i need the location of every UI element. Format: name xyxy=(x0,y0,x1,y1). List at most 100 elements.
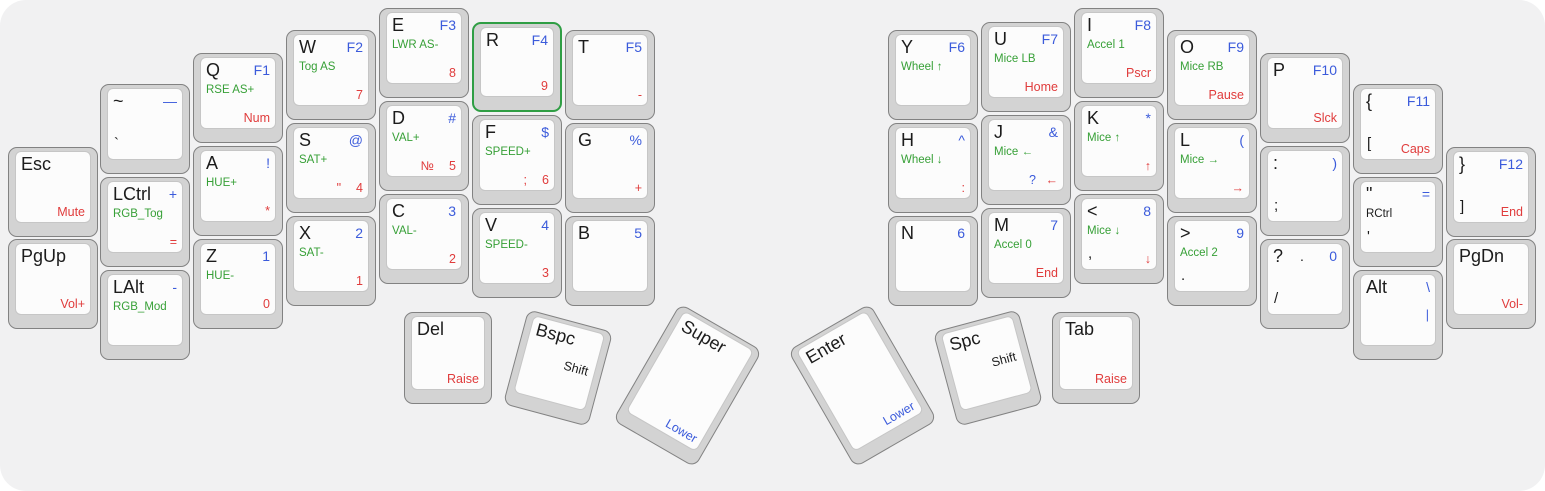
keycap-top: LAlt-RGB_Mod xyxy=(107,274,183,346)
key-i-legend-ml: Accel 1 xyxy=(1087,39,1125,51)
key-j[interactable]: J&Mice ←?← xyxy=(981,115,1071,205)
key-lbracket[interactable]: {F11[Caps xyxy=(1353,84,1443,174)
keycap-top: LCtrl+RGB_Tog= xyxy=(107,181,183,253)
keycap-top: G%+ xyxy=(572,127,648,199)
key-g-legend-tr: % xyxy=(629,132,642,148)
key-lbracket-legend-tr: F11 xyxy=(1406,93,1430,109)
key-slash[interactable]: ?.0/ xyxy=(1260,239,1350,329)
key-h[interactable]: H^Wheel ↓: xyxy=(888,123,978,213)
key-p-legend-tl: P xyxy=(1273,60,1286,80)
key-quote[interactable]: "=RCtrl' xyxy=(1353,177,1443,267)
key-rbracket-legend-tl: } xyxy=(1459,154,1466,174)
key-lctrl[interactable]: LCtrl+RGB_Tog= xyxy=(100,177,190,267)
key-period-legend-tr: 9 xyxy=(1236,225,1244,241)
key-s[interactable]: S@SAT+"4 xyxy=(286,123,376,213)
key-super-legend-tl: Super xyxy=(677,315,730,358)
key-w-legend-tr: F2 xyxy=(346,39,363,55)
keycap-top: ~—` xyxy=(107,88,183,160)
key-lctrl-legend-ml: RGB_Tog xyxy=(113,208,163,220)
key-q-legend-tr: F1 xyxy=(253,62,270,78)
key-m-legend-ml: Accel 0 xyxy=(994,239,1032,251)
key-rbracket[interactable]: }F12]End xyxy=(1446,147,1536,237)
key-g-legend-tl: G xyxy=(578,130,593,150)
key-r-legend-br: 9 xyxy=(541,78,548,93)
key-x-legend-ml: SAT- xyxy=(299,247,324,259)
key-i-legend-tr: F8 xyxy=(1134,17,1151,33)
key-k-legend-tr: * xyxy=(1145,110,1151,126)
keycap-top: S@SAT+"4 xyxy=(293,127,369,199)
key-s-legend-br: 4 xyxy=(356,180,363,195)
key-f-legend-br: 6 xyxy=(542,172,549,187)
key-i-legend-br: Pscr xyxy=(1126,65,1151,80)
key-a[interactable]: A!HUE+* xyxy=(193,146,283,236)
key-a-legend-br: * xyxy=(265,203,270,218)
key-grave-legend-bl: ` xyxy=(114,135,119,152)
key-e-legend-tr: F3 xyxy=(439,17,456,33)
key-w-legend-tl: W xyxy=(299,37,316,57)
key-lalt[interactable]: LAlt-RGB_Mod xyxy=(100,270,190,360)
key-c-legend-br: 2 xyxy=(449,251,456,266)
key-esc-legend-br: Mute xyxy=(57,204,85,219)
key-k-legend-br: ↑ xyxy=(1144,158,1151,173)
key-g[interactable]: G%+ xyxy=(565,123,655,213)
key-t-legend-tl: T xyxy=(578,37,589,57)
key-f-legend-ml: SPEED+ xyxy=(485,146,531,158)
key-semicolon-legend-tl: : xyxy=(1273,153,1279,173)
key-k-legend-tl: K xyxy=(1087,108,1100,128)
key-comma-legend-tl: < xyxy=(1087,201,1098,221)
key-f-legend-tl: F xyxy=(485,122,496,142)
key-l[interactable]: L(Mice →→ xyxy=(1167,123,1257,213)
key-l-legend-br: → xyxy=(1231,180,1245,195)
key-s-legend-ml: SAT+ xyxy=(299,154,328,166)
key-lalt-legend-ml: RGB_Mod xyxy=(113,301,167,313)
key-del-legend-tl: Del xyxy=(417,319,445,339)
key-k[interactable]: K*Mice ↑↑ xyxy=(1074,101,1164,191)
key-d-legend-ml: VAL+ xyxy=(392,132,420,144)
key-semicolon[interactable]: :); xyxy=(1260,146,1350,236)
key-grave[interactable]: ~—` xyxy=(100,84,190,174)
key-o-legend-tl: O xyxy=(1180,37,1195,57)
key-rbracket-legend-br: End xyxy=(1500,204,1523,219)
key-w-legend-br: 7 xyxy=(356,87,363,102)
key-ralt[interactable]: Alt\| xyxy=(1353,270,1443,360)
key-f[interactable]: F$SPEED+;6 xyxy=(472,115,562,205)
keycap-top: ?.0/ xyxy=(1267,243,1343,315)
key-z-legend-tl: Z xyxy=(206,246,217,266)
key-ralt-legend-tr: \ xyxy=(1426,279,1430,295)
